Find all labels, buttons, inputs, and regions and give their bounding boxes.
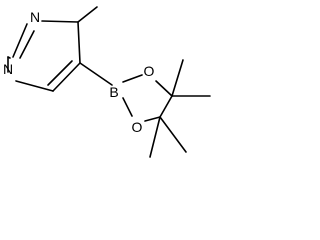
bond-methyl-bottom-1 [159, 116, 187, 153]
bond-o-top-c [155, 80, 173, 97]
bond-c2-methyl [77, 6, 98, 23]
bond-b-o-top [122, 74, 143, 83]
bond-methyl-bottom-2 [149, 116, 161, 158]
bond-o-bottom-c [144, 116, 161, 122]
bond-c3-b [79, 62, 113, 86]
bond-n1-c6-inner [19, 30, 35, 59]
bond-n1-c6 [12, 23, 28, 58]
bond-c4-n5 [15, 80, 54, 92]
bond-ring-c-c [159, 95, 173, 118]
atom-o-top: O [144, 63, 155, 79]
bond-c3-c4-inner [47, 60, 73, 86]
bond-methyl-top-1 [171, 59, 184, 97]
molecule-structure: N N B O O [3, 6, 211, 158]
atom-n-top: N [30, 9, 40, 25]
bond-b-o-bottom [122, 97, 133, 117]
bond-c2-c3 [77, 21, 81, 64]
bond-c3-c4 [52, 62, 81, 92]
atom-n-left: N [3, 61, 13, 77]
bond-n1-c2 [41, 20, 79, 23]
atom-o-bottom: O [132, 119, 143, 135]
atom-b: B [109, 84, 118, 100]
